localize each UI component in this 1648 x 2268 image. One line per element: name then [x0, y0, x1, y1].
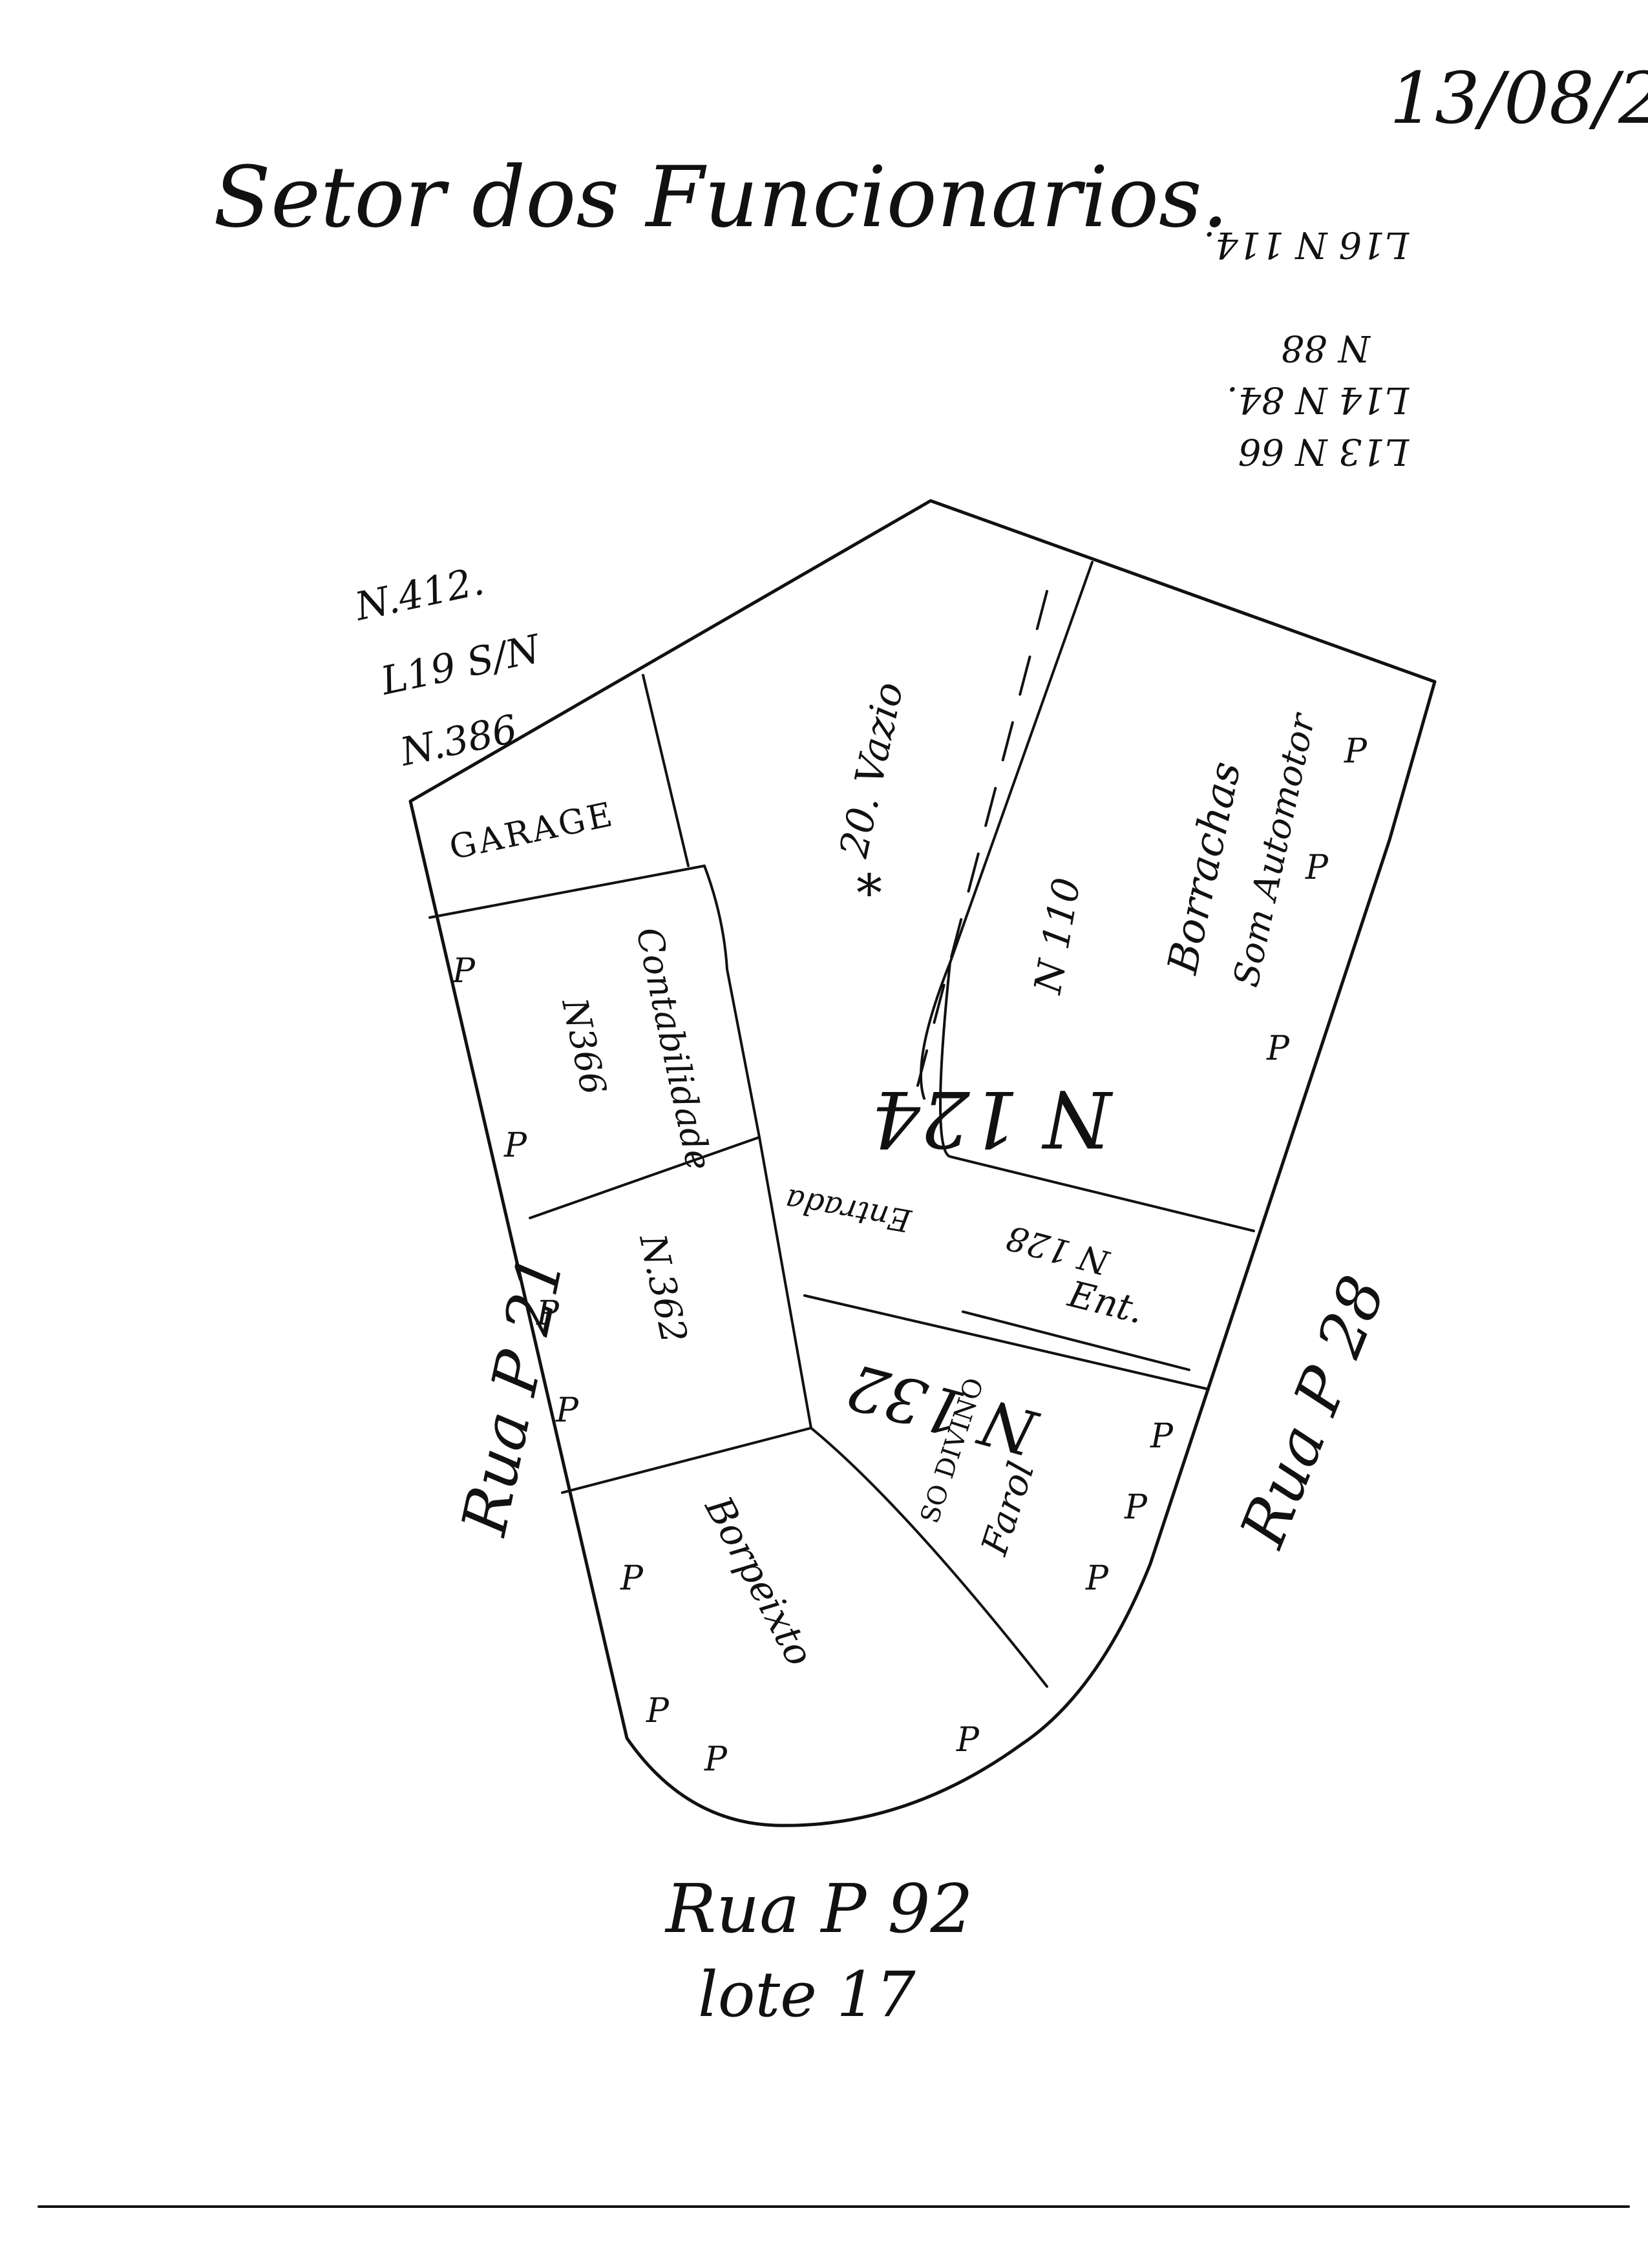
label-n128: N 128: [1002, 1217, 1114, 1282]
label-n124: N 124: [871, 1073, 1114, 1163]
street-bottom: Rua P 92: [664, 1869, 973, 1948]
label-entrada: Entrada: [783, 1181, 914, 1239]
label-vazio: 20. Vazio: [831, 678, 913, 863]
street-right: Rua P 28: [1226, 1266, 1400, 1558]
parking-marker: P: [1124, 1488, 1148, 1527]
parking-marker: P: [1085, 1559, 1109, 1598]
parking-marker: P: [555, 1391, 579, 1430]
parking-marker: P: [1344, 732, 1368, 771]
parcel-outline: [408, 499, 1437, 1827]
note-n412: N.412.: [350, 558, 488, 630]
parking-marker: P: [620, 1559, 644, 1598]
note-n386: N.386: [396, 706, 522, 775]
vazio-dashed-line: [916, 590, 1048, 1087]
parking-marker: P: [1150, 1417, 1174, 1456]
parking-marker: P: [956, 1721, 980, 1759]
label-ent: Ent.: [1064, 1273, 1148, 1332]
parking-marker: P: [536, 1294, 560, 1333]
label-farol: Farol: [973, 1457, 1043, 1561]
upside-down-notes: L13 N 66 L14 N 84. N 88 L16 N 114.: [1203, 224, 1410, 472]
parking-marker: P: [452, 952, 476, 991]
vazio-marker: *: [856, 863, 882, 923]
label-n362: N.362: [631, 1229, 695, 1347]
lot-divisions: [428, 561, 1255, 1688]
note-l13: L13 N 66: [1238, 430, 1410, 472]
label-garage: GARAGE: [446, 795, 618, 868]
note-l14: L14 N 84.: [1227, 379, 1410, 421]
label-n110: N 110: [1025, 874, 1089, 998]
note-n88: N 88: [1281, 327, 1371, 369]
label-borpeixto: Borpeixto: [696, 1489, 822, 1674]
label-n366: N366: [554, 994, 614, 1098]
sheet-title: Setor dos Funcionarios.: [213, 148, 1229, 246]
parking-markers: P P P P P P P P P P P P P P: [452, 732, 1368, 1779]
parking-marker: P: [704, 1740, 728, 1779]
parking-marker: P: [1305, 848, 1329, 887]
note-l16: L16 N 114.: [1203, 224, 1410, 266]
label-contabilidade: Contabilidade: [628, 924, 719, 1174]
parking-marker: P: [1266, 1029, 1290, 1068]
parking-marker: P: [503, 1126, 527, 1165]
sheet-date: 13/08/2013: [1389, 57, 1648, 140]
lote-label: lote 17: [698, 1958, 916, 2031]
note-l19: L19 S/N: [377, 626, 546, 704]
parking-marker: P: [646, 1692, 670, 1730]
